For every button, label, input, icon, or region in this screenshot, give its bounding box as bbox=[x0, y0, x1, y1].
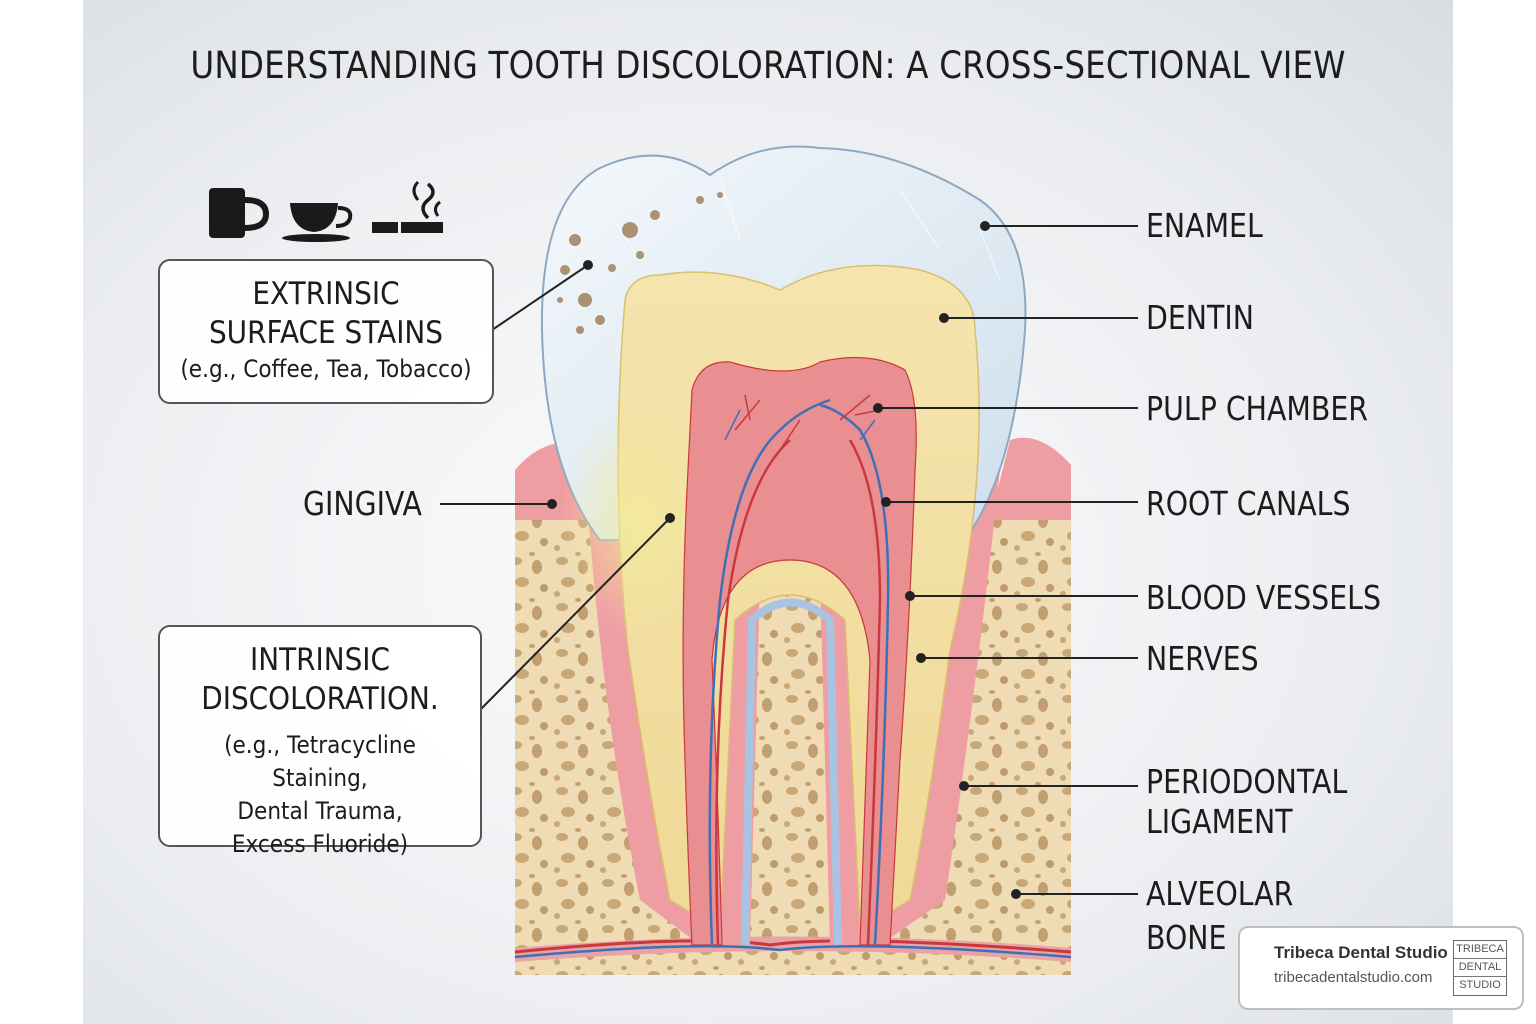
label-alveolar: ALVEOLAR bbox=[1146, 874, 1293, 914]
label-nerves: NERVES bbox=[1146, 639, 1259, 679]
brand-name: Tribeca Dental Studio bbox=[1274, 943, 1448, 963]
label-blood-vessels: BLOOD VESSELS bbox=[1146, 578, 1381, 618]
intrinsic-examples-3: Excess Fluoride) bbox=[176, 828, 464, 861]
intrinsic-examples-1: (e.g., Tetracycline Staining, bbox=[176, 729, 464, 795]
extrinsic-stains-box: EXTRINSIC SURFACE STAINS (e.g., Coffee, … bbox=[158, 259, 494, 404]
extrinsic-heading-2: SURFACE STAINS bbox=[177, 314, 476, 353]
teacup-icon bbox=[282, 203, 350, 242]
brand-logo-line: STUDIO bbox=[1454, 977, 1506, 994]
label-pulp-chamber: PULP CHAMBER bbox=[1146, 389, 1368, 429]
intrinsic-heading-1: INTRINSIC bbox=[176, 641, 464, 680]
label-bone: BONE bbox=[1146, 918, 1226, 958]
intrinsic-heading-2: DISCOLORATION. bbox=[176, 680, 464, 719]
extrinsic-heading-1: EXTRINSIC bbox=[177, 275, 476, 314]
label-gingiva: GINGIVA bbox=[303, 484, 422, 524]
label-dentin: DENTIN bbox=[1146, 298, 1254, 338]
cigarette-icon bbox=[372, 182, 443, 233]
brand-logo-line: DENTAL bbox=[1454, 959, 1506, 977]
brand-badge: Tribeca Dental Studio tribecadentalstudi… bbox=[1238, 926, 1524, 1010]
label-ligament: LIGAMENT bbox=[1146, 802, 1293, 842]
brand-logo-line: TRIBECA bbox=[1454, 941, 1506, 959]
extrinsic-examples: (e.g., Coffee, Tea, Tobacco) bbox=[177, 353, 476, 386]
brand-url: tribecadentalstudio.com bbox=[1274, 969, 1432, 986]
intrinsic-examples-2: Dental Trauma, bbox=[176, 795, 464, 828]
mug-icon bbox=[209, 188, 266, 238]
label-periodontal: PERIODONTAL bbox=[1146, 762, 1347, 802]
intrinsic-discoloration-box: INTRINSIC DISCOLORATION. (e.g., Tetracyc… bbox=[158, 625, 482, 847]
label-enamel: ENAMEL bbox=[1146, 206, 1263, 246]
brand-logo: TRIBECA DENTAL STUDIO bbox=[1453, 940, 1507, 996]
label-root-canals: ROOT CANALS bbox=[1146, 484, 1350, 524]
